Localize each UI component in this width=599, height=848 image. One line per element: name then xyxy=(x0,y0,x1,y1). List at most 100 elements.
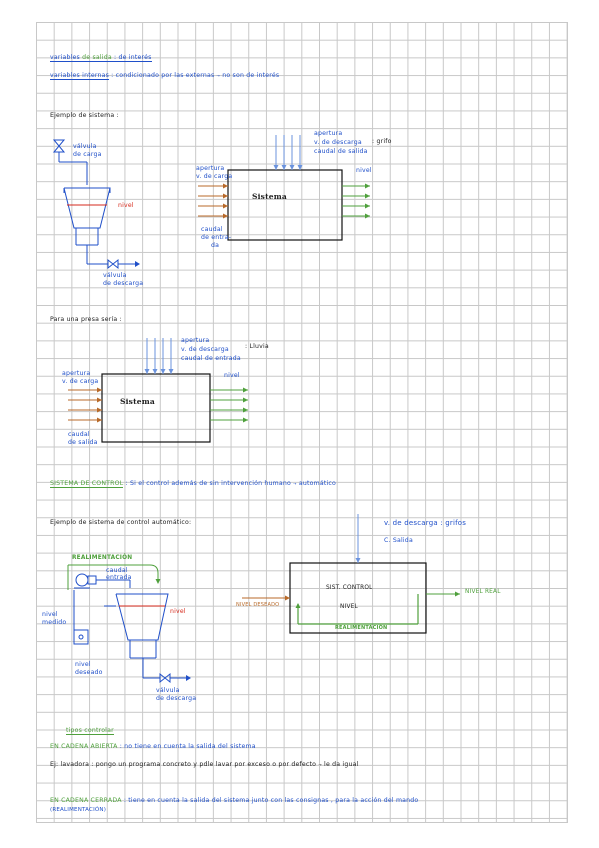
note-line-2: variables internas : condicionado por la… xyxy=(50,72,280,80)
label-line: v. de descarga xyxy=(314,139,362,146)
label-line: de salida xyxy=(68,439,98,446)
label-line: apertura xyxy=(314,130,343,137)
input-arrows-top xyxy=(275,135,301,170)
arrow-head-icon xyxy=(285,595,290,601)
heading-ejemplo-control: Ejemplo de sistema de control automático… xyxy=(50,519,192,526)
note-tail: no son de interés xyxy=(222,72,280,79)
label-nivel-deseado: NIVEL DESEADO xyxy=(236,602,280,608)
note-rest: : condicionado por las externas xyxy=(111,72,215,79)
arrow-head-icon xyxy=(455,591,460,597)
note-term: EN CADENA CERRADA xyxy=(50,797,122,804)
label-line: deseado xyxy=(75,669,103,676)
note-green-word: de salida xyxy=(82,54,112,61)
valve-icon xyxy=(159,672,171,684)
label-line: entrada xyxy=(106,574,132,581)
label-realimentacion: REALIMENTACIÓN xyxy=(335,625,388,631)
arrow-head-icon xyxy=(355,558,361,563)
note-term: SISTEMA DE CONTROL xyxy=(50,480,124,488)
arrow-head-icon xyxy=(144,369,174,374)
label-valvula-descarga: válvula de descarga xyxy=(103,272,143,288)
label-apertura-descarga: apertura v. de descarga caudal de salida xyxy=(314,129,368,156)
label-line: v. de descarga xyxy=(181,346,229,353)
valve-icon xyxy=(107,258,119,270)
note-rest: : no tiene en cuenta la salida del siste… xyxy=(119,743,256,750)
note-tail: automático xyxy=(298,480,336,487)
note-text: Ej: lavadora : pongo un programa concret… xyxy=(50,761,317,768)
box-label-sistema: Sistema xyxy=(252,192,287,201)
label-line: apertura xyxy=(181,337,210,344)
arrow-head-icon xyxy=(155,579,161,584)
label-line: válvula xyxy=(73,143,97,150)
label-realimentacion: REALIMENTACIÓN xyxy=(72,555,133,561)
arrow-glyph: → xyxy=(318,762,322,767)
label-nivel: nivel xyxy=(170,608,186,615)
label-line: de carga xyxy=(73,151,102,158)
note-rest: : de interés xyxy=(114,54,152,61)
heading-tipos-control: tipos controlar xyxy=(66,727,114,736)
heading-ejemplo-sistema: Ejemplo de sistema : xyxy=(50,112,119,119)
arrow-glyph: → xyxy=(293,481,297,486)
label-apertura-descarga: apertura v. de descarga caudal de entrad… xyxy=(181,336,241,363)
note-cadena-abierta: EN CADENA ABIERTA : no tiene en cuenta l… xyxy=(50,743,256,750)
system-box xyxy=(101,373,211,443)
arrow-head-icon xyxy=(97,387,102,423)
tank-icon xyxy=(104,593,186,679)
label-line: de descarga xyxy=(156,695,197,702)
arrow-head-icon xyxy=(273,165,303,170)
arrow-head-icon xyxy=(295,603,301,608)
note-tail: le da igual xyxy=(324,761,359,768)
label-line: caudal xyxy=(106,567,128,574)
label-line: apertura xyxy=(196,165,225,172)
tank-icon xyxy=(63,187,135,265)
label-apertura-carga: apertura v. de carga xyxy=(62,370,98,386)
note-rest: : tiene en cuenta la salida del sistema … xyxy=(123,797,419,804)
pipe xyxy=(73,579,131,636)
output-arrows-right xyxy=(210,389,248,421)
label-line: apertura xyxy=(62,370,91,377)
arrow-head-icon xyxy=(365,183,370,219)
label-nivel-medido: nivel medido xyxy=(42,611,66,627)
arrow-head-icon xyxy=(135,261,140,267)
note-term: EN CADENA ABIERTA xyxy=(50,743,118,750)
feedback-inner xyxy=(297,594,419,625)
label-line: válvula xyxy=(156,687,180,694)
grid-paper xyxy=(36,22,568,823)
arrow-head-icon xyxy=(243,387,248,423)
control-box xyxy=(289,562,427,634)
box-label-sist-control: SIST. CONTROL xyxy=(326,585,373,591)
label-line: v. de carga xyxy=(62,378,99,385)
label-caudal-salida: caudal de salida xyxy=(68,431,98,447)
note-lavadora: Ej: lavadora : pongo un programa concret… xyxy=(50,761,359,768)
label-line: v. de carga xyxy=(196,173,233,180)
label-caudal-entrada: caudal de entra- da xyxy=(201,226,231,250)
arrow-head-icon xyxy=(223,183,228,219)
input-arrows-top xyxy=(146,338,172,374)
label-line: de entra- xyxy=(201,234,232,241)
note-realimentacion: (REALIMENTACIÓN) xyxy=(50,807,107,813)
label-nivel-real: NIVEL REAL xyxy=(465,589,501,595)
label-line: da xyxy=(211,242,220,249)
arrow-head-icon xyxy=(186,675,191,681)
label-line: medido xyxy=(42,619,67,626)
note-sistema-control: SISTEMA DE CONTROL : Si el control ademá… xyxy=(50,480,336,488)
label-lluvia: : Lluvia xyxy=(245,343,269,350)
label-valvula-carga: válvula de carga xyxy=(73,143,102,159)
label-nivel-out: nivel xyxy=(356,167,372,174)
label-line: caudal de entrada xyxy=(181,355,241,362)
label-line: caudal xyxy=(201,226,223,233)
label-line: de descarga xyxy=(103,280,144,287)
label-nivel-out: nivel xyxy=(224,372,240,379)
label-line: válvula xyxy=(103,272,127,279)
heading-para-presa: Para una presa sería : xyxy=(50,316,122,323)
note-cadena-cerrada: EN CADENA CERRADA : tiene en cuenta la s… xyxy=(50,797,419,804)
label-nivel: nivel xyxy=(118,202,134,209)
input-arrows-left xyxy=(68,389,102,421)
box-label-sistema: Sistema xyxy=(120,397,155,406)
note-line-1: variables de salida : de interés xyxy=(50,54,152,63)
arrow-glyph: → xyxy=(216,73,221,78)
note-term: variables xyxy=(50,54,80,61)
label-line: caudal xyxy=(68,431,90,438)
sensor-knob xyxy=(78,634,84,640)
label-nivel-deseado: nivel deseado xyxy=(75,661,103,677)
